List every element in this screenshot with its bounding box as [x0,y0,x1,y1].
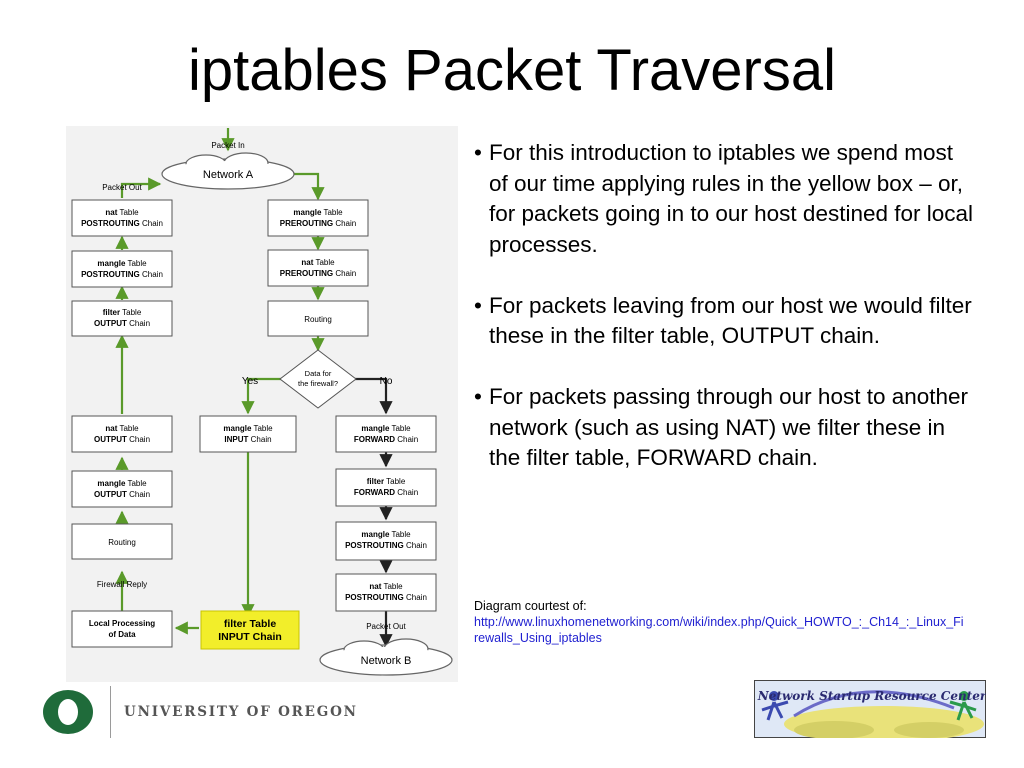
routing-left-box: Routing [71,523,173,560]
yes-label: Yes [242,376,258,387]
svg-text:mangle Table: mangle Table [97,479,147,488]
chain-box: mangle Table POSTROUTING Chain [335,521,437,561]
bullet-text: For packets passing through our host to … [489,384,969,470]
svg-text:filter Table: filter Table [103,308,142,317]
svg-text:INPUT Chain: INPUT Chain [224,435,271,444]
svg-text:the firewall?: the firewall? [298,379,338,388]
credit-link[interactable]: http://www.linuxhomenetworking.com/wiki/… [474,615,964,645]
packet-in-label: Packet In [211,141,244,150]
svg-text:PREROUTING Chain: PREROUTING Chain [280,269,356,278]
chain-box: mangle Table POSTROUTING Chain [71,250,173,288]
svg-text:Routing: Routing [304,315,332,324]
svg-text:INPUT Chain: INPUT Chain [218,631,282,643]
svg-text:mangle Table: mangle Table [361,530,411,539]
svg-text:mangle Table: mangle Table [293,208,343,217]
svg-text:nat Table: nat Table [105,208,139,217]
network-a-cloud: Network A [161,152,295,190]
nsrc-logo-text: Network Startup Resource Center [757,689,986,703]
svg-text:filter Table: filter Table [224,618,276,630]
svg-text:mangle Table: mangle Table [223,424,273,433]
nsrc-logo-icon: Network Startup Resource Center [754,680,986,738]
svg-text:OUTPUT Chain: OUTPUT Chain [94,435,150,444]
bullet-item: • For this introduction to iptables we s… [474,138,974,260]
svg-text:FORWARD Chain: FORWARD Chain [354,435,418,444]
bullet-item: • For packets leaving from our host we w… [474,291,974,352]
svg-text:POSTROUTING Chain: POSTROUTING Chain [81,219,163,228]
network-b-cloud: Network B [319,638,453,676]
svg-text:Data for: Data for [305,369,332,378]
local-processing-box: Local Processing of Data [71,610,173,648]
footer-divider [110,686,111,738]
svg-text:POSTROUTING Chain: POSTROUTING Chain [345,541,427,550]
credit-label: Diagram courtest of: [474,599,587,613]
bullet-dot: • [474,140,482,165]
svg-text:POSTROUTING Chain: POSTROUTING Chain [81,270,163,279]
bullet-item: • For packets passing through our host t… [474,382,974,474]
svg-text:mangle Table: mangle Table [361,424,411,433]
chain-box: mangle Table OUTPUT Chain [71,470,173,508]
decision-diamond: Data for the firewall? [279,349,357,409]
diagram-panel: Network A Network B Packet In Packet Out… [66,126,458,682]
packet-out-bottom-label: Packet Out [366,622,406,631]
bullet-dot: • [474,292,482,318]
svg-text:FORWARD Chain: FORWARD Chain [354,488,418,497]
flow-arrows [115,128,325,635]
chain-box: filter Table OUTPUT Chain [71,300,173,337]
chain-box: nat Table POSTROUTING Chain [335,573,437,612]
svg-text:POSTROUTING Chain: POSTROUTING Chain [345,593,427,602]
forward-arrows [348,377,393,648]
bullet-text: For packets leaving from our host we wou… [489,292,972,349]
university-name: UNIVERSITY OF OREGON [124,704,358,720]
slide-title: iptables Packet Traversal [188,38,836,103]
no-label: No [380,376,393,387]
filter-input-box: filter Table INPUT Chain [200,610,300,650]
chain-box: mangle Table PREROUTING Chain [267,199,369,237]
svg-text:PREROUTING Chain: PREROUTING Chain [280,219,356,228]
network-a-label: Network A [203,169,254,181]
routing-right-box: Routing [267,300,369,337]
svg-text:filter Table: filter Table [367,477,406,486]
chain-box: nat Table POSTROUTING Chain [71,199,173,237]
chain-box: nat Table OUTPUT Chain [71,415,173,453]
chain-box: mangle Table INPUT Chain [199,415,297,453]
bullet-text: For this introduction to iptables we spe… [489,140,974,257]
chain-box: mangle Table FORWARD Chain [335,415,437,453]
svg-text:OUTPUT Chain: OUTPUT Chain [94,490,150,499]
firewall-reply-label: Firewall Reply [97,580,147,589]
diagram-credit: Diagram courtest of: http://www.linuxhom… [474,598,964,646]
bullet-dot: • [474,384,482,409]
packet-out-top-label: Packet Out [102,183,142,192]
svg-text:mangle Table: mangle Table [97,259,147,268]
uo-o-logo-icon [43,690,93,734]
chain-box: filter Table FORWARD Chain [335,468,437,507]
svg-text:nat Table: nat Table [369,582,403,591]
svg-text:Routing: Routing [108,538,136,547]
svg-text:of Data: of Data [108,630,136,639]
chain-box: nat Table PREROUTING Chain [267,249,369,287]
svg-text:nat Table: nat Table [105,424,139,433]
network-b-label: Network B [361,655,412,667]
svg-text:Local Processing: Local Processing [89,619,155,628]
bullet-list: • For this introduction to iptables we s… [474,138,974,504]
svg-text:OUTPUT Chain: OUTPUT Chain [94,319,150,328]
svg-text:nat Table: nat Table [301,258,335,267]
